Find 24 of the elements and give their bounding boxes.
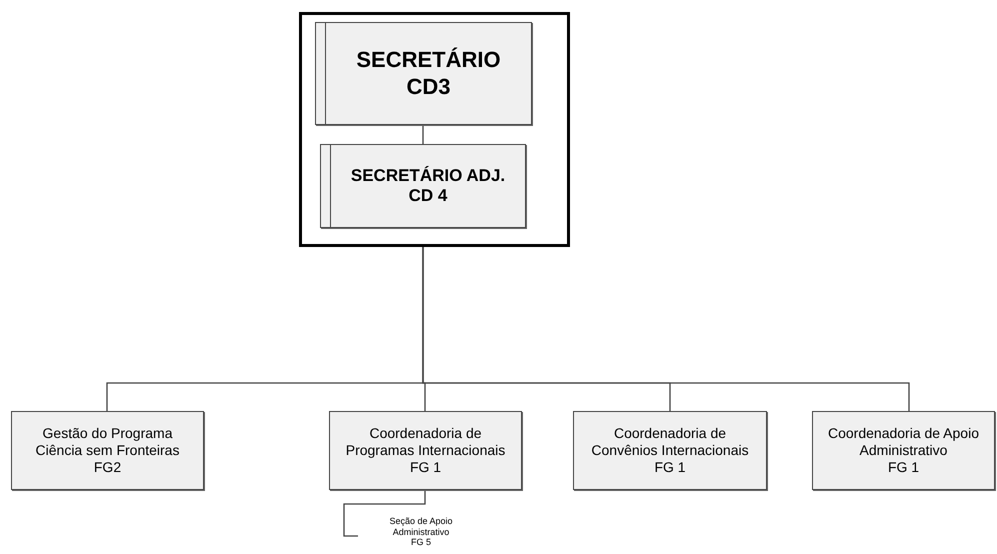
connector-line	[422, 247, 910, 411]
connector-line	[422, 125, 424, 144]
unit-name: Seção de Apoio Administrativo	[388, 516, 454, 538]
position-code: CD3	[406, 74, 450, 100]
org-unit-box	[11, 411, 204, 490]
unit-name: Coordenadoria de Convênios Internacionais	[590, 425, 750, 459]
position-code: FG 1	[410, 458, 442, 476]
org-unit-box	[315, 22, 532, 125]
position-code: FG 1	[888, 458, 920, 476]
position-code: FG2	[94, 458, 122, 476]
unit-name: SECRETÁRIO	[356, 47, 501, 74]
unit-name: Coordenadoria de Programas Internacionais	[344, 425, 506, 459]
org-unit-box	[320, 144, 526, 228]
frame-box	[299, 12, 570, 247]
unit-name: SECRETÁRIO ADJ.	[350, 166, 506, 186]
leader-line	[343, 490, 426, 537]
org-unit-box	[573, 411, 767, 490]
org-unit-box	[812, 411, 995, 490]
unit-name: Gestão do Programa Ciência sem Fronteiras	[34, 425, 180, 459]
position-code: FG 1	[654, 458, 686, 476]
position-code: FG 5	[410, 537, 431, 548]
unit-name: Coordenadoria de Apoio Administrativo	[826, 425, 980, 459]
position-code: CD 4	[408, 186, 448, 206]
org-unit-box	[329, 411, 522, 490]
